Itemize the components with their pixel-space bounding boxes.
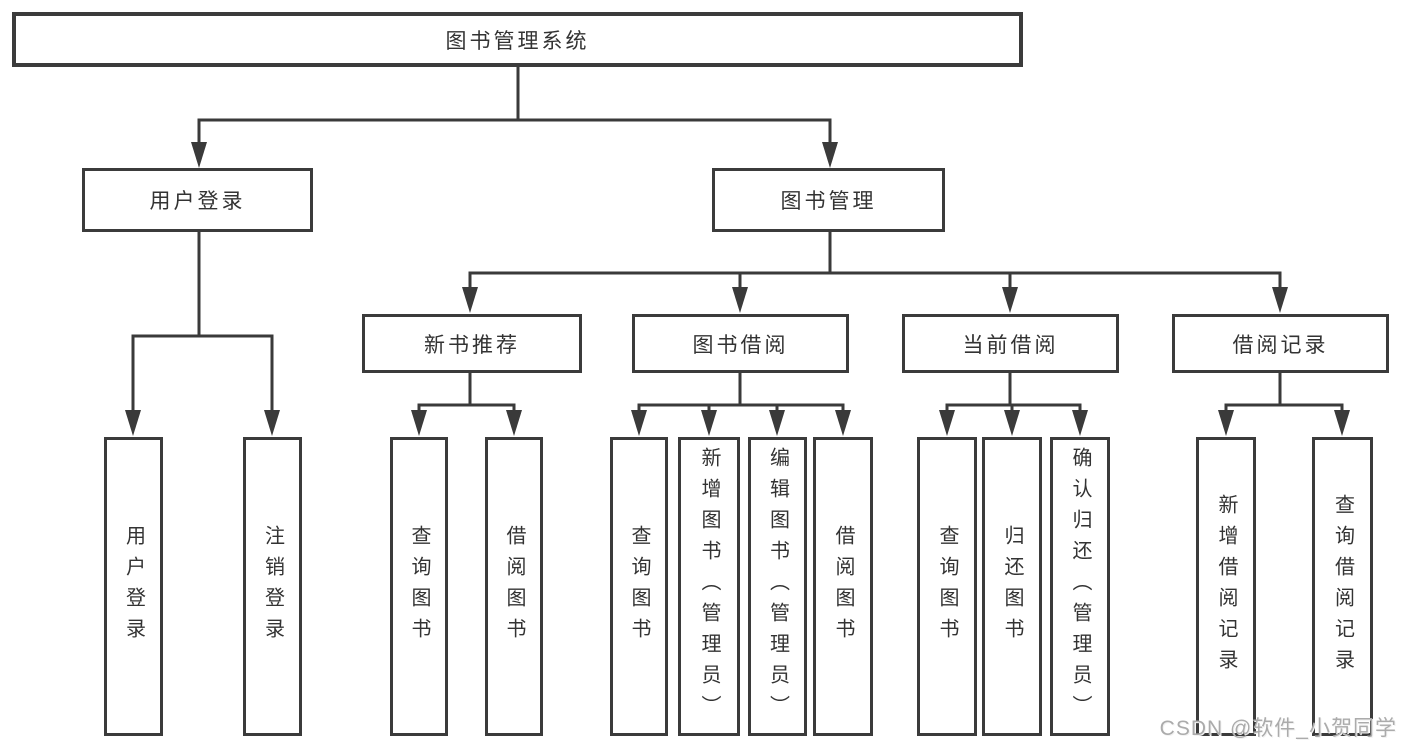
leaf-records-add-record: 新增借阅记录 bbox=[1196, 437, 1256, 736]
leaf-current-query-books: 查询图书 bbox=[917, 437, 977, 736]
leaf-recommend-borrow-books: 借阅图书 bbox=[485, 437, 543, 736]
node-book-borrowing: 图书借阅 bbox=[632, 314, 849, 373]
leaf-borrowing-add-books-admin: 新增图书（管理员） bbox=[678, 437, 740, 736]
leaf-current-return-books: 归还图书 bbox=[982, 437, 1042, 736]
node-book-management: 图书管理 bbox=[712, 168, 945, 232]
csdn-watermark: CSDN @软件_小贺同学 bbox=[1159, 717, 1397, 740]
leaf-user-login: 用户登录 bbox=[104, 437, 163, 736]
leaf-recommend-query-books: 查询图书 bbox=[390, 437, 448, 736]
node-user-login: 用户登录 bbox=[82, 168, 313, 232]
leaf-borrowing-edit-books-admin: 编辑图书（管理员） bbox=[748, 437, 807, 736]
leaf-borrowing-borrow-books: 借阅图书 bbox=[813, 437, 873, 736]
leaf-borrowing-query-books: 查询图书 bbox=[610, 437, 668, 736]
node-borrowing-records: 借阅记录 bbox=[1172, 314, 1389, 373]
leaf-records-query-record: 查询借阅记录 bbox=[1312, 437, 1373, 736]
leaf-current-confirm-return-admin: 确认归还（管理员） bbox=[1050, 437, 1110, 736]
node-library-management-system: 图书管理系统 bbox=[12, 12, 1023, 67]
leaf-logout: 注销登录 bbox=[243, 437, 302, 736]
node-current-borrowing: 当前借阅 bbox=[902, 314, 1119, 373]
node-new-book-recommend: 新书推荐 bbox=[362, 314, 582, 373]
